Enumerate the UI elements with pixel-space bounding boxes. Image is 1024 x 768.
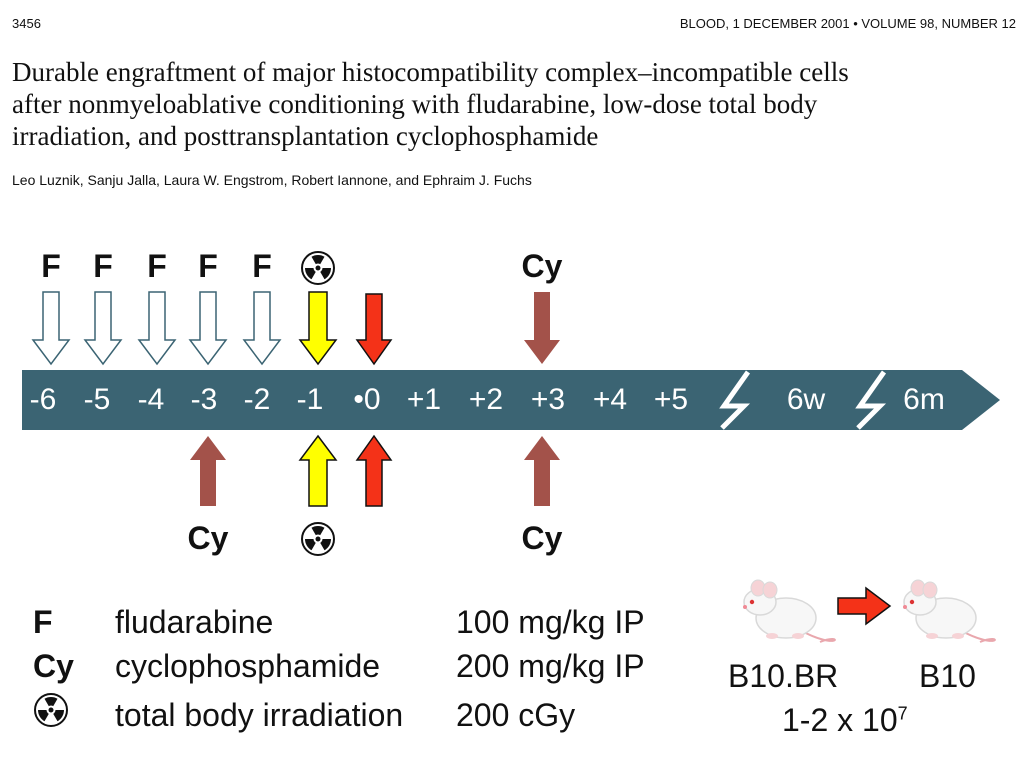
transplant-arrow — [355, 434, 393, 507]
page-number: 3456 — [12, 16, 41, 31]
day-tick: •0 — [353, 383, 381, 416]
transfer-arrow — [837, 586, 892, 626]
cyclophosphamide-label: Cy — [521, 248, 563, 284]
radiation-icon — [33, 692, 68, 727]
cyclophosphamide-label: Cy — [521, 520, 563, 556]
legend-dose: 100 mg/kg IP — [456, 604, 645, 640]
cyclophosphamide-arrow — [190, 436, 226, 506]
irradiation-arrow — [298, 291, 338, 366]
title-line: after nonmyeloablative conditioning with… — [12, 89, 818, 119]
author-list: Leo Luznik, Sanju Jalla, Laura W. Engstr… — [12, 172, 532, 188]
day-tick: -3 — [190, 383, 218, 416]
legend-drug: fludarabine — [115, 604, 274, 640]
legend-symbol: Cy — [33, 648, 74, 684]
cell-dose-exponent: 7 — [897, 703, 908, 724]
fludarabine-label: F — [41, 248, 61, 284]
timeline-bar — [22, 370, 1000, 430]
fludarabine-label: F — [147, 248, 167, 284]
day-tick: -1 — [296, 383, 324, 416]
donor-mouse-icon — [743, 579, 836, 643]
recipient-strain: B10 — [919, 658, 976, 694]
legend-dose: 200 cGy — [456, 697, 576, 733]
legend-drug: cyclophosphamide — [115, 648, 381, 684]
donor-strain: B10.BR — [728, 658, 839, 694]
journal-citation: BLOOD, 1 DECEMBER 2001 • VOLUME 98, NUMB… — [679, 16, 1016, 31]
day-tick: +1 — [406, 383, 442, 416]
fludarabine-arrow — [137, 291, 177, 366]
recipient-mouse-icon — [903, 579, 996, 643]
irradiation-arrow — [298, 434, 338, 507]
cyclophosphamide-arrow — [524, 436, 560, 506]
month-tick: 6m — [903, 383, 945, 416]
day-tick: +3 — [530, 383, 566, 416]
fludarabine-label: F — [93, 248, 113, 284]
day-tick: -4 — [137, 383, 165, 416]
cyclophosphamide-label: Cy — [187, 520, 229, 556]
day-tick: +4 — [592, 383, 628, 416]
fludarabine-arrow — [83, 291, 123, 366]
day-tick: -6 — [29, 383, 57, 416]
day-tick: +2 — [468, 383, 504, 416]
fludarabine-arrow — [31, 291, 71, 366]
article-title: Durable engraftment of major histocompat… — [12, 56, 1012, 152]
title-line: irradiation, and posttransplantation cyc… — [12, 121, 599, 151]
fludarabine-label: F — [198, 248, 218, 284]
day-tick: -2 — [243, 383, 271, 416]
cyclophosphamide-arrow — [524, 292, 560, 364]
fludarabine-arrow — [242, 291, 282, 366]
time-break-icon — [719, 370, 751, 430]
legend-dose: 200 mg/kg IP — [456, 648, 645, 684]
fludarabine-arrow — [188, 291, 228, 366]
legend-drug: total body irradiation — [115, 697, 404, 733]
cell-dose: 1-2 x 107 — [782, 702, 908, 739]
radiation-icon — [300, 250, 335, 285]
fludarabine-label: F — [252, 248, 272, 284]
week-tick: 6w — [786, 383, 826, 416]
transplant-arrow — [355, 293, 393, 366]
day-tick: +5 — [653, 383, 689, 416]
radiation-icon — [300, 521, 335, 556]
cell-dose-base: 1-2 x 10 — [782, 702, 898, 738]
title-line: Durable engraftment of major histocompat… — [12, 57, 849, 87]
time-break-icon — [855, 370, 887, 430]
day-tick: -5 — [83, 383, 111, 416]
legend-symbol: F — [33, 604, 53, 640]
